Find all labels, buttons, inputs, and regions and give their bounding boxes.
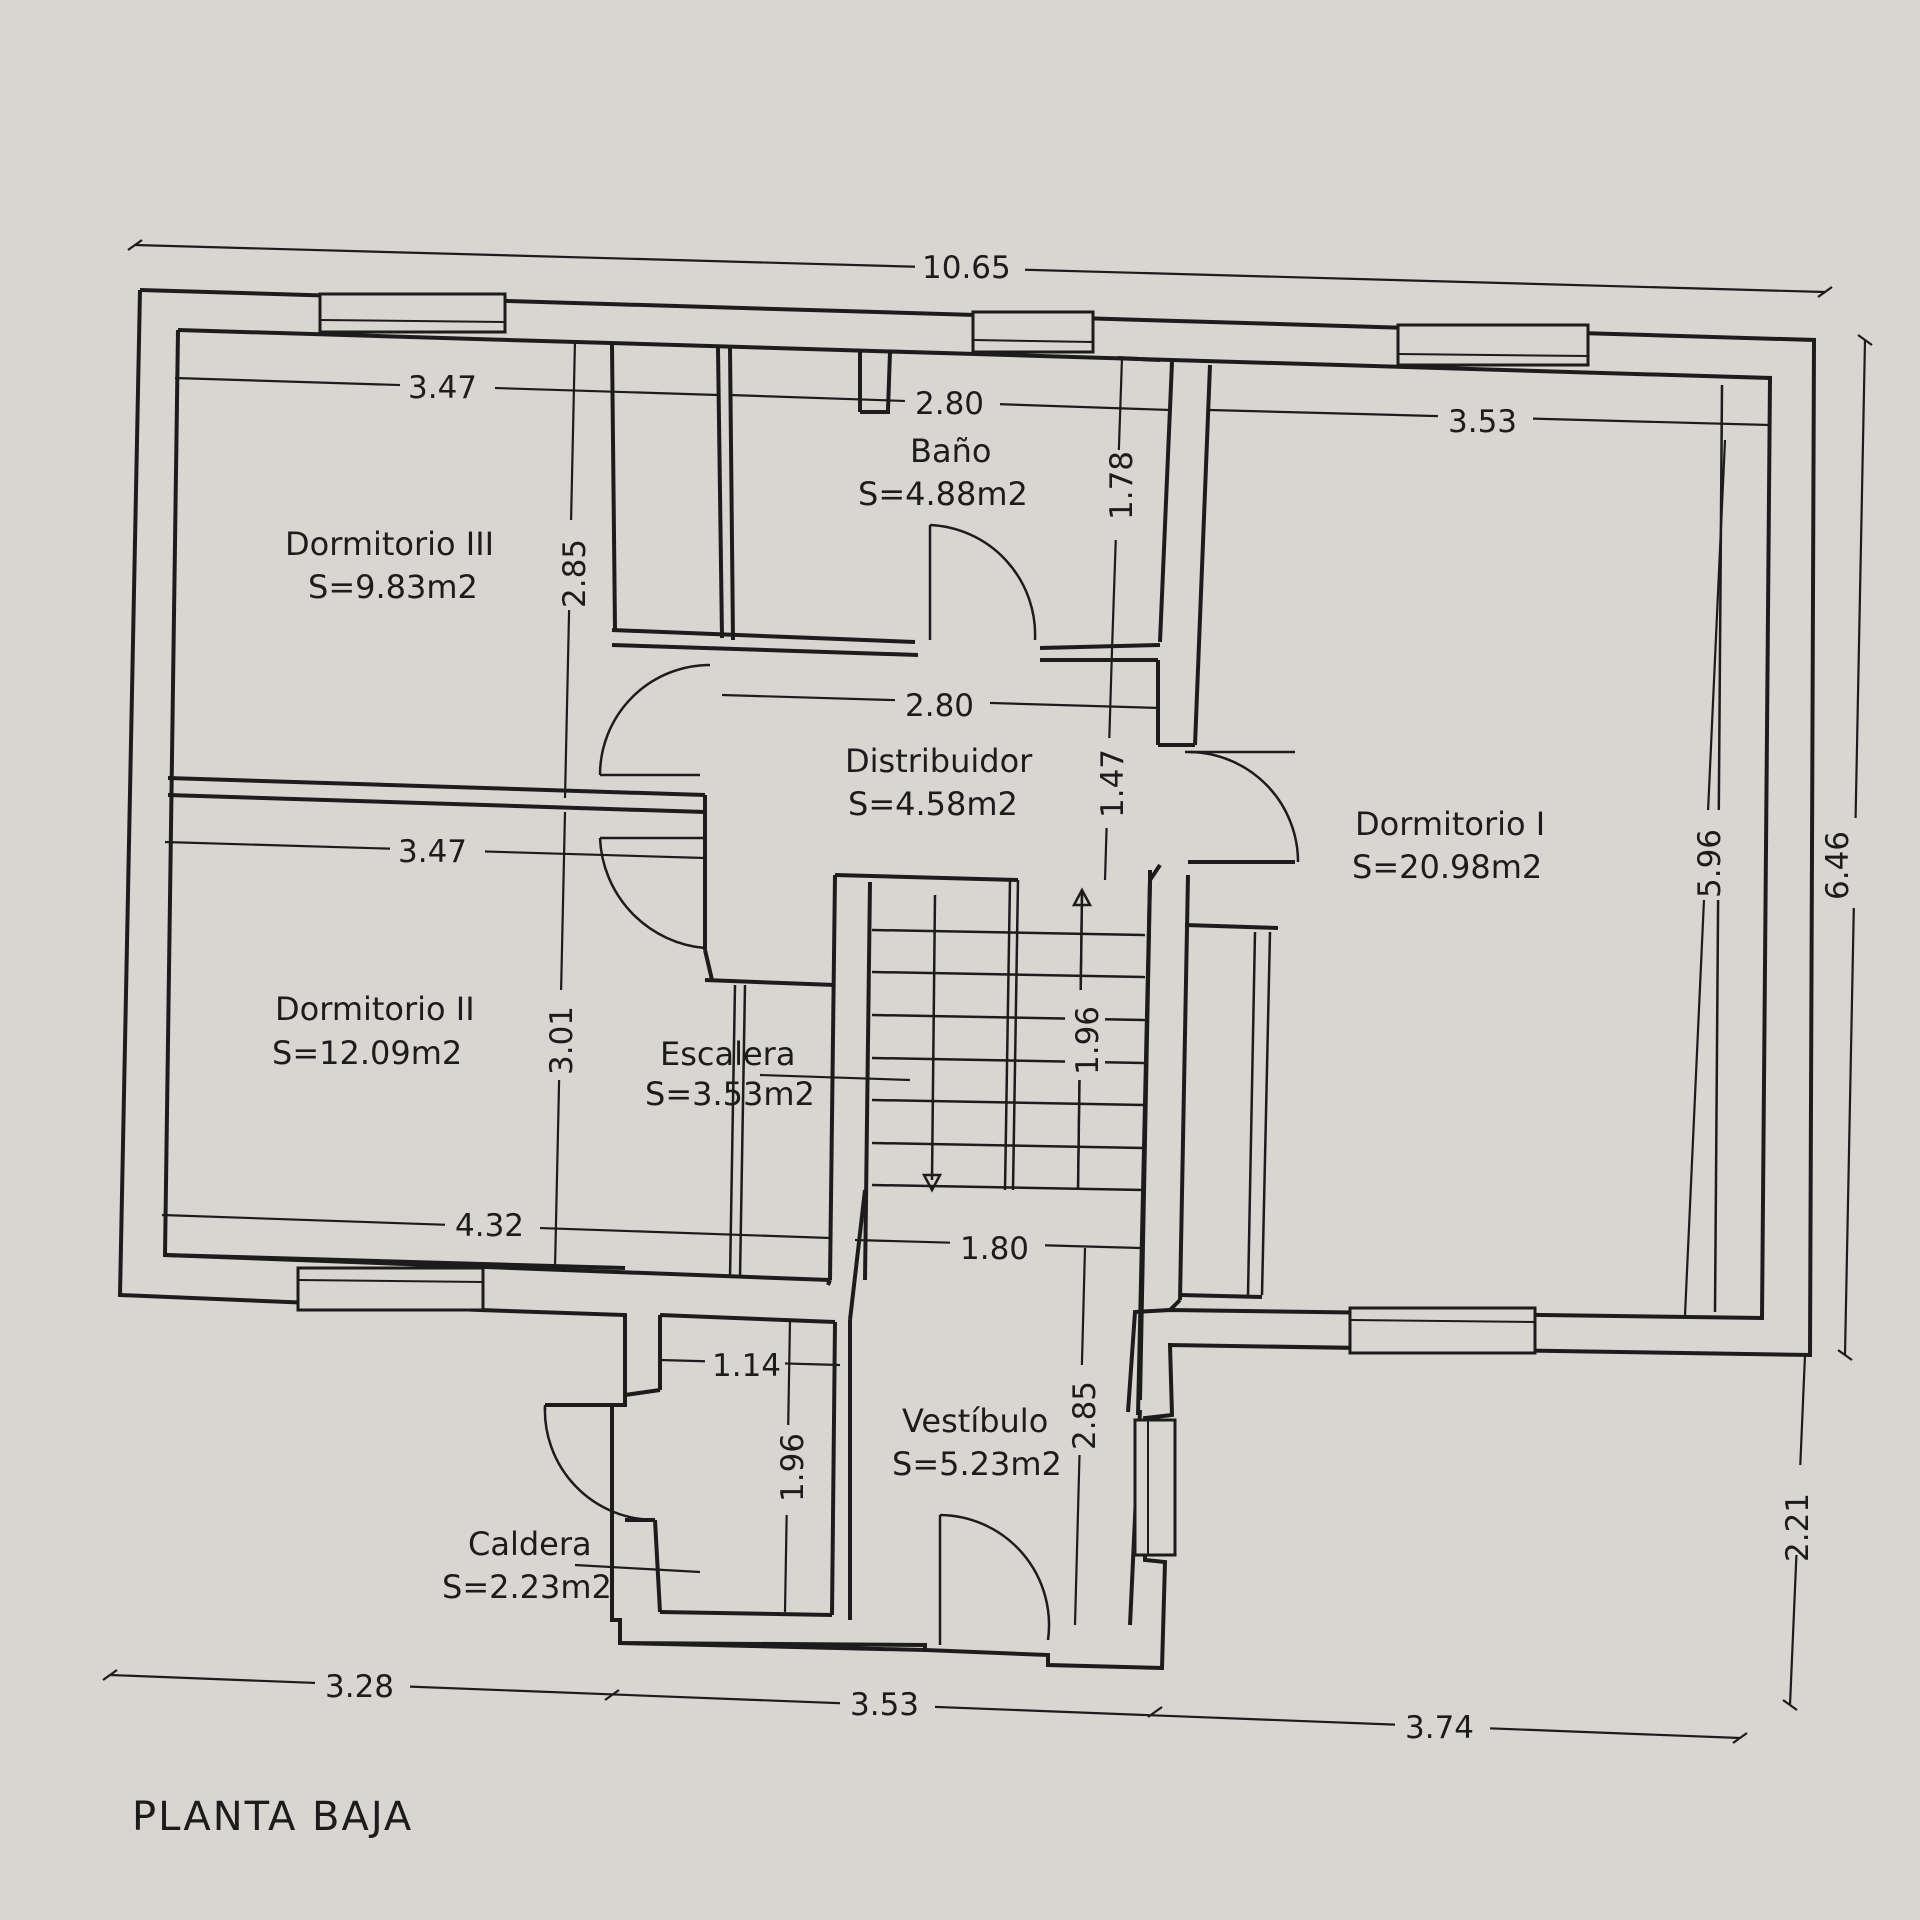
dim-bottom-right-height: 2.21 [1780,1493,1816,1562]
dim-dorm1-height: 5.96 [1692,829,1728,898]
dim-overall-height: 6.46 [1820,831,1856,900]
dim-bano-width: 2.80 [915,386,984,422]
dim-bano-height: 1.78 [1104,451,1140,520]
dim-vestibulo-width: 1.80 [960,1231,1029,1267]
dim-dorm3-height: 2.85 [557,539,593,608]
room-area-dormitorio-i: S=20.98m2 [1352,848,1542,886]
room-labels: Dormitorio III S=9.83m2 Baño S=4.88m2 Do… [272,432,1545,1606]
dim-dorm3-width: 3.47 [408,370,477,406]
dim-dorm2-height: 3.01 [544,1006,580,1075]
dim-bottom-right: 3.74 [1405,1710,1474,1746]
dim-distribuidor-height: 1.47 [1095,749,1131,818]
dim-distribuidor-width: 2.80 [905,688,974,724]
doors [543,523,1300,1645]
room-name-distribuidor: Distribuidor [845,742,1033,780]
room-area-distribuidor: S=4.58m2 [848,785,1018,823]
room-name-dormitorio-ii: Dormitorio II [275,990,475,1028]
dim-escalera-height: 1.96 [1070,1006,1106,1075]
dim-vestibulo-height: 2.85 [1067,1381,1103,1450]
room-name-bano: Baño [910,432,991,470]
room-name-vestibulo: Vestíbulo [902,1402,1048,1440]
room-area-vestibulo: S=5.23m2 [892,1445,1062,1483]
room-area-dormitorio-iii: S=9.83m2 [308,568,478,606]
room-name-dormitorio-i: Dormitorio I [1355,805,1545,843]
dim-dorm2-width: 3.47 [398,834,467,870]
room-name-caldera: Caldera [468,1525,592,1563]
dim-caldera-width: 1.14 [712,1348,781,1384]
dim-bottom-middle: 3.53 [850,1687,919,1723]
dimension-labels: 10.65 6.46 2.21 3.28 3.53 3.74 3.47 2.80… [315,245,1866,1748]
dim-dorm1-width: 3.53 [1448,404,1517,440]
dim-overall-width: 10.65 [922,250,1011,286]
room-name-dormitorio-iii: Dormitorio III [285,525,494,563]
dim-bottom-left: 3.28 [325,1669,394,1705]
room-area-dormitorio-ii: S=12.09m2 [272,1034,462,1072]
plan-title: PLANTA BAJA [132,1794,413,1840]
windows [296,292,1590,1557]
dim-dorm2-bottom: 4.32 [455,1208,524,1244]
room-name-escalera: Escalera [660,1035,795,1073]
room-area-caldera: S=2.23m2 [442,1568,612,1606]
room-area-escalera: S=3.53m2 [645,1075,815,1113]
room-area-bano: S=4.88m2 [858,475,1028,513]
dim-caldera-height: 1.96 [775,1433,811,1502]
